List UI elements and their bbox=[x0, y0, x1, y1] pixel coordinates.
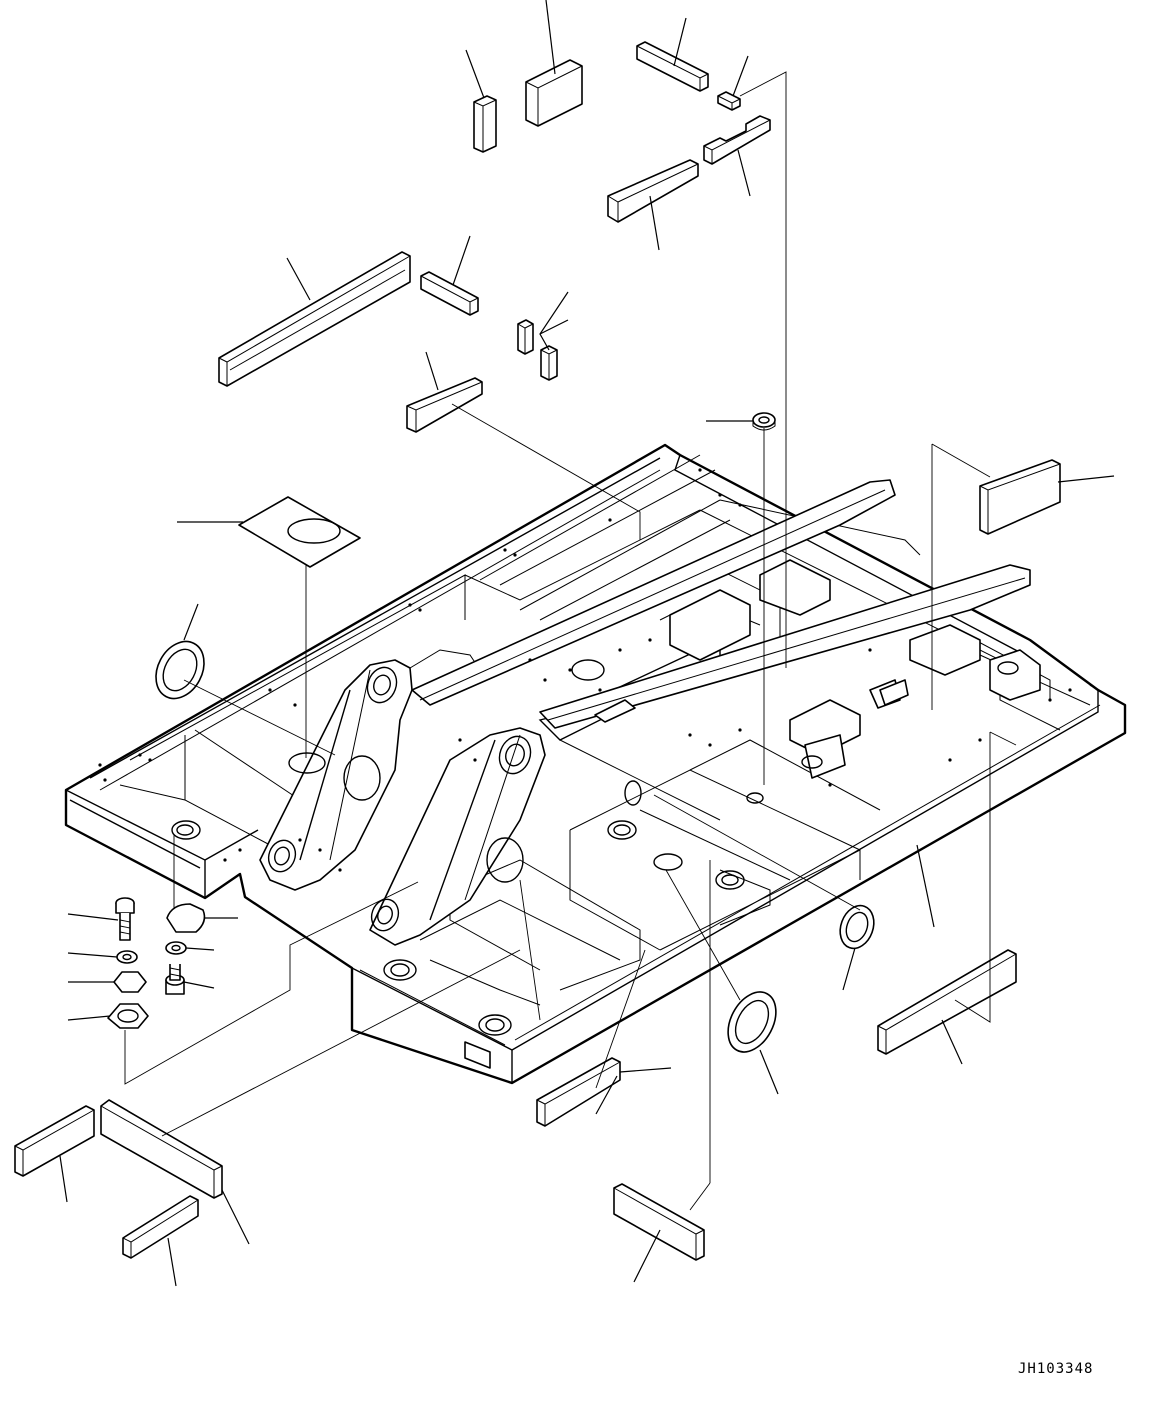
reference-lines bbox=[124, 71, 1017, 1211]
leader-lines bbox=[59, 0, 1115, 1287]
frame-bolt-dots bbox=[98, 468, 1072, 872]
drawing-id-label: JH103348 bbox=[1018, 1361, 1094, 1377]
frame-openings bbox=[171, 661, 1019, 1069]
upper-pads bbox=[218, 41, 1061, 568]
bolts-and-washers bbox=[107, 897, 206, 1029]
boom-foot-brackets bbox=[259, 649, 605, 946]
seal-rings bbox=[155, 640, 875, 1053]
lower-pads bbox=[14, 949, 1017, 1261]
frame-beams bbox=[411, 479, 1041, 779]
